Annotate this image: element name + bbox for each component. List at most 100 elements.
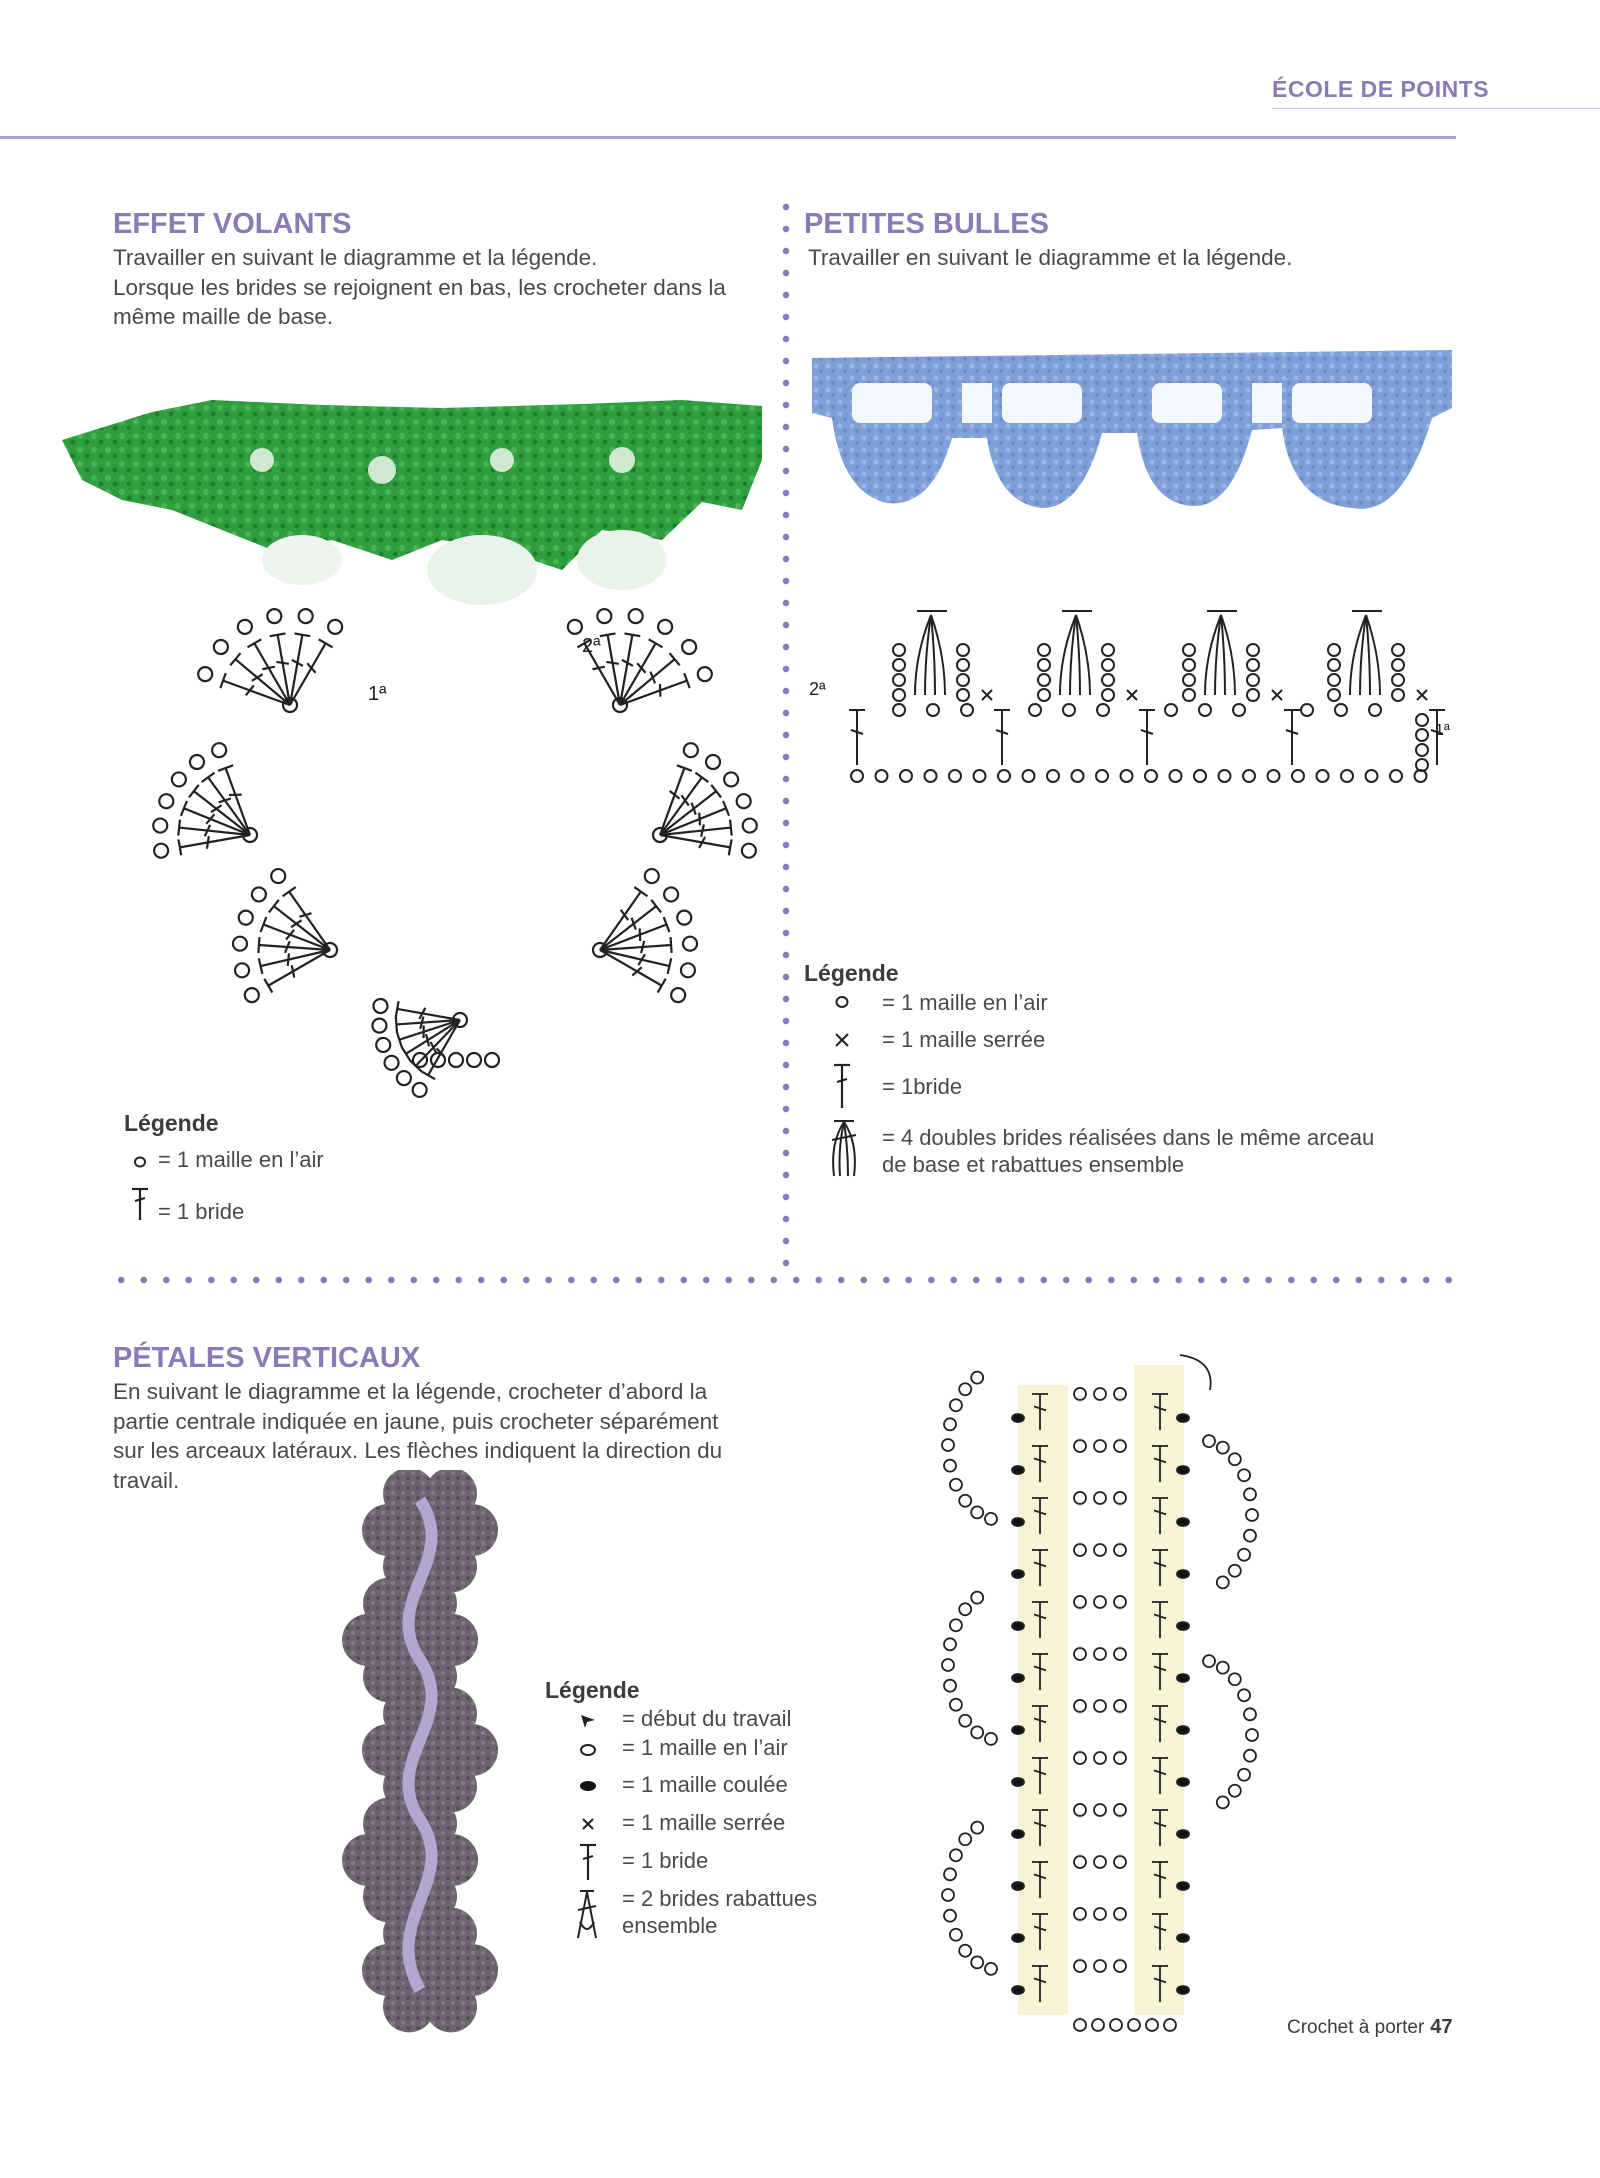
chain-stitch-mark [1102, 674, 1114, 686]
chain-stitch-mark [1392, 644, 1404, 656]
chain-stitch-mark [172, 772, 186, 786]
treble-top [396, 1016, 397, 1032]
chain-stitch-mark [671, 988, 685, 1002]
chain-stitch-mark [1094, 1596, 1106, 1608]
chain-stitch-mark [1114, 1492, 1126, 1504]
chain-stitch-mark [985, 1733, 997, 1745]
chain-stitch-mark [944, 1680, 956, 1692]
chain-stitch-mark [1029, 704, 1041, 716]
chain-stitch-mark [971, 1956, 983, 1968]
header-divider [0, 136, 1456, 139]
legend-text: = 1 maille en l’air [622, 1734, 788, 1761]
chain-stitch-mark [1038, 644, 1050, 656]
chain-stitch-mark [1366, 770, 1378, 782]
chain-stitch-mark [271, 869, 285, 883]
chain-stitch-mark [1074, 2019, 1086, 2031]
vertical-dotted-divider [782, 196, 790, 1276]
chain-stitch-mark [1038, 659, 1050, 671]
header-divider-right [1272, 108, 1600, 109]
chain-stitch-mark [959, 1383, 971, 1395]
slip-stitch-mark [1012, 1934, 1024, 1942]
chain-stitch-mark [1094, 1388, 1106, 1400]
chain-stitch-mark [1145, 770, 1157, 782]
chain-stitch-mark [645, 869, 659, 883]
chain-stitch-mark [957, 644, 969, 656]
chain-stitch-mark [252, 887, 266, 901]
slip-stitch-mark [1177, 1934, 1189, 1942]
chain-stitch-mark [597, 609, 611, 623]
chain-stitch-mark [1110, 2019, 1122, 2031]
petites-bulles-diagram: 2ª 1ª [805, 595, 1455, 795]
legend-text: = 1 maille serrée [622, 1809, 785, 1836]
chain-stitch-mark [851, 770, 863, 782]
slip-stitch-mark [1012, 1674, 1024, 1682]
chain-stitch-mark [959, 1945, 971, 1957]
chain-stitch-mark [1238, 1769, 1250, 1781]
slip-stitch-mark [1177, 1830, 1189, 1838]
chain-stitch-mark [212, 743, 226, 757]
legend-text: = 1 maille coulée [622, 1771, 788, 1798]
legend-text: = 1 maille en l’air [882, 989, 1048, 1016]
treble-bar [276, 662, 289, 664]
chain-stitch-mark [1247, 674, 1259, 686]
chain-stitch-mark [959, 1495, 971, 1507]
chain-stitch-mark [742, 844, 756, 858]
treble-top [658, 979, 666, 993]
legend-text-line: = 2 brides rabattues [622, 1885, 817, 1912]
chain-stitch-mark [1244, 1750, 1256, 1762]
chain-stitch-mark [957, 689, 969, 701]
chain-stitch-mark [568, 620, 582, 634]
chain-stitch-mark [1183, 659, 1195, 671]
treble-bar [699, 813, 700, 826]
treble-mark [600, 950, 662, 986]
chain-stitch-mark [1170, 770, 1182, 782]
petites-bulles-text: Travailler en suivant le diagramme et la… [808, 243, 1292, 273]
chain-stitch-mark [698, 667, 712, 681]
treble-top [730, 820, 732, 836]
chain-stitch-mark [449, 1053, 463, 1067]
chain-stitch-mark [629, 609, 643, 623]
chain-stitch-mark [1229, 1785, 1241, 1797]
chain-stitch-mark [385, 1056, 399, 1070]
chain-stitch-mark [950, 1849, 962, 1861]
cluster-icon [826, 1118, 862, 1180]
treble-mark [180, 835, 250, 847]
treble-bar [426, 1034, 429, 1046]
text-line: Lorsque les brides se rejoignent en bas,… [113, 273, 726, 303]
chain-stitch-mark [1114, 1700, 1126, 1712]
slip-stitch-mark [1177, 1674, 1189, 1682]
legend-text: = 1bride [882, 1073, 962, 1100]
effet-volants-legend-title: Légende [124, 1110, 219, 1137]
chain-stitch-mark [900, 770, 912, 782]
chain-stitch-mark [1096, 770, 1108, 782]
slip-stitch-icon [578, 1776, 598, 1796]
slip-stitch-mark [1012, 1778, 1024, 1786]
chain-stitch-mark [198, 667, 212, 681]
chain-stitch-mark [1392, 689, 1404, 701]
chain-stitch-mark [1097, 704, 1109, 716]
text-line: En suivant le diagramme et la légende, c… [113, 1377, 722, 1407]
slip-stitch-mark [1012, 1830, 1024, 1838]
chain-stitch-mark [971, 1822, 983, 1834]
chain-stitch-mark [1416, 744, 1428, 756]
chain-stitch-mark [944, 1418, 956, 1430]
slip-stitch-mark [1177, 1570, 1189, 1578]
chain-stitch-mark [1094, 1700, 1106, 1712]
chain-stitch-mark [1328, 644, 1340, 656]
slip-stitch-mark [1012, 1986, 1024, 1994]
chain-stitch-mark [942, 1889, 954, 1901]
chain-stitch-mark [1247, 659, 1259, 671]
chain-stitch-mark [971, 1372, 983, 1384]
chain-stitch-mark [1244, 1708, 1256, 1720]
legend-text-line: ensemble [622, 1912, 817, 1939]
chain-stitch-mark [950, 1699, 962, 1711]
treble-mark [397, 1009, 460, 1020]
chain-stitch-mark [925, 770, 937, 782]
chain-stitch-mark [238, 620, 252, 634]
treble-mark [268, 950, 330, 986]
slip-stitch-mark [1177, 1726, 1189, 1734]
chain-stitch-mark [1247, 644, 1259, 656]
chain-stitch-mark [1246, 1729, 1258, 1741]
treble-top [264, 979, 272, 993]
chain-stitch-mark [1094, 1856, 1106, 1868]
